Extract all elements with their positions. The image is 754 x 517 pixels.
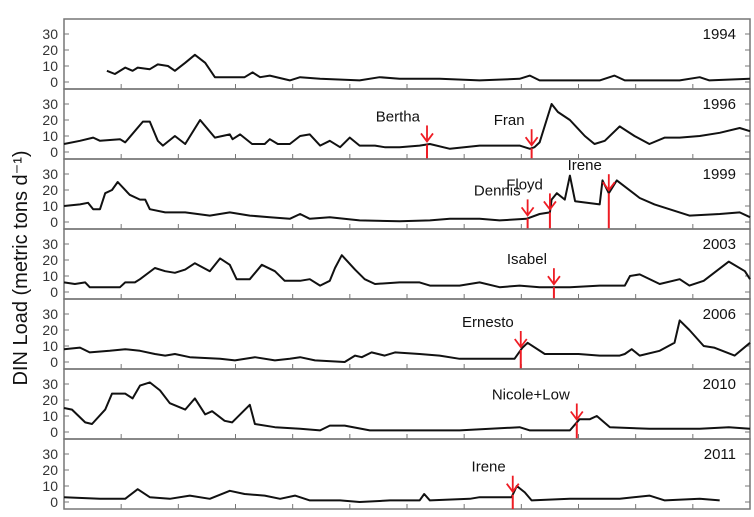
year-label: 1999: [703, 166, 736, 183]
y-tick-label: 30: [42, 376, 58, 392]
event-arrowhead-icon: [602, 181, 616, 192]
event-arrowhead-icon: [570, 410, 584, 421]
y-tick-label: 20: [42, 182, 58, 198]
year-label: 2010: [703, 376, 736, 393]
y-tick-label: 0: [50, 284, 58, 300]
y-tick-label: 20: [42, 392, 58, 408]
year-label: 1996: [703, 96, 736, 113]
event-label: Dennis: [474, 182, 521, 199]
y-tick-label: 30: [42, 446, 58, 462]
event-arrowhead-icon: [506, 483, 520, 494]
y-tick-label: 0: [50, 424, 58, 440]
y-tick-label: 30: [42, 26, 58, 42]
event-label: Fran: [494, 112, 525, 129]
y-tick-label: 30: [42, 306, 58, 322]
y-tick-label: 20: [42, 112, 58, 128]
event-label: Isabel: [507, 251, 547, 268]
y-tick-label: 0: [50, 494, 58, 510]
y-tick-label: 0: [50, 74, 58, 90]
y-tick-label: 20: [42, 252, 58, 268]
panel-frame: [63, 158, 751, 230]
series-line-2010: [63, 381, 751, 432]
year-label: 2006: [703, 306, 736, 323]
y-tick-label: 0: [50, 354, 58, 370]
y-tick-label: 30: [42, 236, 58, 252]
y-tick-label: 10: [42, 128, 58, 144]
series-line-1994: [106, 53, 751, 82]
series-line-2003: [63, 254, 751, 289]
y-tick-label: 10: [42, 268, 58, 284]
event-label: Irene: [568, 157, 602, 174]
event-label: Nicole+Low: [492, 386, 570, 403]
year-label: 2011: [704, 446, 736, 463]
event-arrowhead-icon: [543, 200, 557, 211]
event-arrowhead-icon: [420, 132, 434, 143]
y-tick-label: 30: [42, 166, 58, 182]
y-tick-label: 10: [42, 338, 58, 354]
y-tick-label: 0: [50, 144, 58, 160]
year-label: 1994: [703, 26, 736, 43]
y-tick-label: 30: [42, 96, 58, 112]
y-tick-label: 20: [42, 42, 58, 58]
series-line-1996: [63, 103, 751, 150]
panel-frame: [63, 298, 751, 370]
event-arrowhead-icon: [520, 206, 535, 217]
y-tick-label: 10: [42, 198, 58, 214]
event-arrowhead-icon: [514, 338, 528, 349]
year-label: 2003: [703, 236, 736, 253]
series-line-1999: [63, 174, 751, 223]
event-arrowhead-icon: [524, 136, 539, 147]
y-tick-label: 10: [42, 478, 58, 494]
y-tick-label: 20: [42, 322, 58, 338]
series-line-2006: [63, 319, 751, 363]
y-tick-label: 10: [42, 408, 58, 424]
y-tick-label: 0: [50, 214, 58, 230]
y-tick-label: 20: [42, 462, 58, 478]
event-label: Irene: [472, 459, 506, 476]
event-label: Bertha: [376, 108, 421, 125]
event-label: Ernesto: [462, 314, 514, 331]
series-line-2011: [63, 485, 720, 503]
event-label: Floyd: [506, 176, 543, 193]
event-arrowhead-icon: [547, 275, 561, 286]
y-axis-label: DIN Load (metric tons d⁻¹): [10, 150, 32, 385]
panel-frame: [63, 228, 751, 300]
y-tick-label: 10: [42, 58, 58, 74]
